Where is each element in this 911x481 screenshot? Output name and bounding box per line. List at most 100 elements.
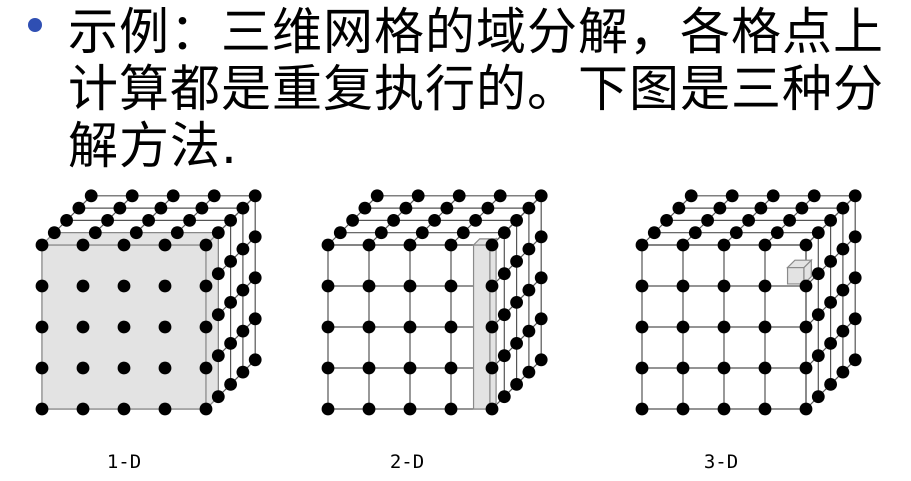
- grid-node: [117, 402, 131, 416]
- grid-node: [88, 226, 102, 240]
- grid-node: [224, 337, 238, 350]
- grid-node: [799, 361, 813, 375]
- grid-node: [522, 201, 536, 215]
- grid-node: [510, 296, 523, 309]
- grid-node: [672, 201, 686, 215]
- grid-node: [199, 279, 213, 293]
- grid-node: [635, 320, 649, 334]
- grid-node: [807, 189, 821, 203]
- grid-node: [183, 214, 197, 227]
- bullet-text: 示例：三维网格的域分解，各格点上计算都是重复执行的。下图是三种分解方法.: [68, 3, 884, 175]
- grid-node: [158, 279, 172, 293]
- grid-node: [522, 324, 536, 338]
- grid-node: [799, 402, 813, 416]
- grid-node: [35, 279, 49, 293]
- grid-node: [224, 296, 238, 309]
- grid-node: [452, 189, 466, 203]
- grid-node: [117, 238, 131, 252]
- grid-node: [248, 271, 262, 285]
- grid-node: [534, 353, 548, 367]
- grid-node: [224, 214, 238, 227]
- grid-node: [444, 402, 458, 416]
- grid-node: [534, 271, 548, 285]
- grid-node: [195, 201, 209, 215]
- grid-node: [76, 238, 90, 252]
- grid-node: [129, 226, 143, 240]
- grid-node: [635, 402, 649, 416]
- grid-node: [836, 324, 850, 338]
- grid-node: [717, 361, 731, 375]
- grid-node: [713, 201, 727, 215]
- grid-node: [799, 279, 813, 293]
- grid-node: [660, 214, 673, 227]
- grid-node: [635, 361, 649, 375]
- bullet-dot-icon: [28, 18, 42, 32]
- grid-node: [76, 361, 90, 375]
- grid-node: [811, 226, 825, 240]
- grid-node: [848, 312, 862, 326]
- grid-node: [848, 230, 862, 244]
- grid-node: [248, 189, 262, 203]
- grid-node: [676, 320, 690, 334]
- grid-node: [248, 230, 262, 244]
- grid-node: [795, 201, 809, 215]
- grid-node: [485, 361, 499, 375]
- grid-node: [76, 402, 90, 416]
- grid-node: [415, 226, 429, 240]
- grid-node: [399, 201, 413, 215]
- grid-node: [224, 255, 238, 268]
- grid-node: [370, 189, 384, 203]
- grid-node: [497, 349, 511, 363]
- label-2d: 2-D: [390, 451, 424, 473]
- grid-node: [811, 308, 825, 322]
- grid-node: [362, 279, 376, 293]
- grid-node: [236, 365, 250, 379]
- grid-node: [411, 189, 425, 203]
- label-1d: 1-D: [107, 451, 141, 473]
- grid-node: [158, 361, 172, 375]
- grid-node: [142, 214, 156, 227]
- grid-node: [510, 337, 523, 350]
- grid-node: [154, 201, 168, 215]
- grid-node: [170, 226, 184, 240]
- grid-node: [117, 320, 131, 334]
- cube-2d: [321, 189, 548, 416]
- grid-node: [836, 283, 850, 297]
- grid-node: [444, 361, 458, 375]
- grid-node: [635, 238, 649, 252]
- grid-node: [701, 214, 714, 227]
- grid-node: [824, 255, 837, 268]
- grid-node: [754, 201, 768, 215]
- grid-node: [758, 238, 772, 252]
- grid-node: [811, 267, 825, 281]
- grid-node: [387, 214, 400, 227]
- grid-node: [362, 238, 376, 252]
- grid-node: [35, 402, 49, 416]
- grid-node: [199, 238, 213, 252]
- grid-node: [333, 226, 347, 240]
- grid-node: [456, 226, 470, 240]
- grid-node: [824, 337, 837, 350]
- grid-node: [758, 402, 772, 416]
- grid-node: [717, 238, 731, 252]
- grid-node: [758, 361, 772, 375]
- grid-node: [485, 238, 499, 252]
- cube-1d: [35, 189, 262, 416]
- grid-node: [676, 361, 690, 375]
- grid-node: [211, 349, 225, 363]
- grid-node: [321, 361, 335, 375]
- grid-node: [824, 296, 837, 309]
- grid-node: [493, 189, 507, 203]
- grid-node: [510, 378, 523, 391]
- grid-node: [211, 267, 225, 281]
- grid-node: [836, 242, 850, 256]
- grid-node: [676, 279, 690, 293]
- grid-node: [729, 226, 743, 240]
- grid-node: [199, 361, 213, 375]
- grid-node: [358, 201, 372, 215]
- grid-node: [236, 324, 250, 338]
- grid-node: [770, 226, 784, 240]
- grid-node: [374, 226, 388, 240]
- grid-node: [485, 279, 499, 293]
- grid-node: [848, 189, 862, 203]
